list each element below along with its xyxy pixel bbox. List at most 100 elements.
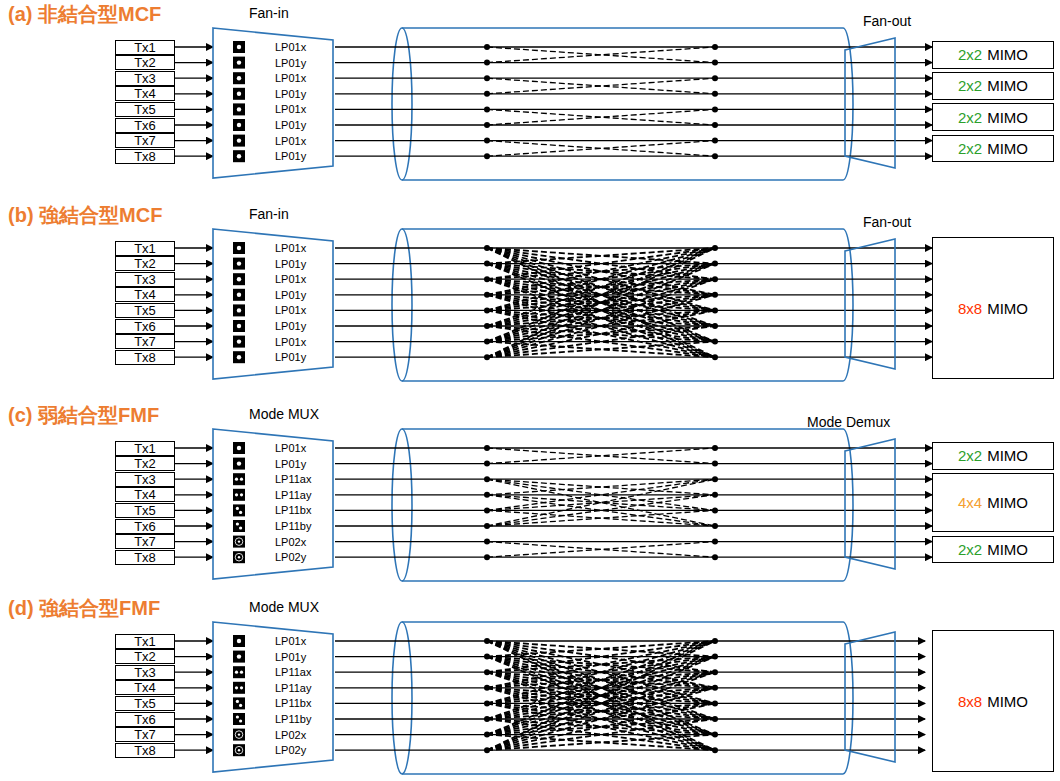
node-text: Tx4	[134, 681, 156, 694]
fiber-core-line	[335, 124, 845, 125]
coupling-dot	[484, 539, 490, 545]
mode-image	[233, 635, 245, 647]
mode-image	[233, 150, 245, 162]
mode-spot	[237, 60, 241, 64]
coupling-dot	[712, 554, 718, 560]
coupling-dot	[484, 492, 490, 498]
node-text: Tx7	[134, 335, 156, 348]
signal-arrow	[845, 525, 932, 526]
node-text: MIMO	[987, 541, 1028, 558]
mode-spot	[236, 715, 239, 718]
coupling-line	[487, 141, 715, 157]
coupling-line	[487, 78, 715, 94]
signal-arrow	[175, 325, 213, 326]
mode-demux-shape	[845, 632, 895, 762]
node-text: LP11bx	[275, 696, 312, 710]
node-text: Tx2	[134, 56, 156, 69]
node-text: Mode MUX	[249, 599, 319, 615]
mode-spot	[236, 507, 239, 510]
transmitter-box: Tx8	[115, 743, 175, 758]
signal-arrow	[845, 557, 932, 558]
coupling-line	[487, 264, 715, 326]
coupling-line	[487, 672, 715, 750]
mode-ring	[235, 746, 243, 754]
coupling-dot	[484, 261, 490, 267]
node-text: LP01y	[275, 149, 306, 163]
fiber-core-line	[335, 656, 925, 657]
coupling-line	[487, 641, 715, 703]
coupling-line	[487, 479, 715, 495]
signal-arrow	[845, 279, 932, 280]
fan-out-demux: Fan-out	[845, 239, 895, 369]
coupling-dot	[712, 75, 718, 81]
node-text: Tx5	[134, 304, 156, 317]
coupling-dot	[712, 461, 718, 467]
fan-in-mux: Mode MUXLP01xLP01yLP11axLP11ayLP11bxLP11…	[213, 429, 333, 579]
coupling-line	[487, 248, 715, 326]
trapezoid-outline	[213, 28, 333, 178]
coupling-dot	[712, 276, 718, 282]
fiber-core-line	[335, 557, 845, 558]
fiber-cylinder	[392, 229, 853, 381]
mode-image	[233, 520, 245, 532]
signal-arrow	[175, 479, 213, 480]
coupling-dot	[712, 323, 718, 329]
coupling-line	[487, 672, 715, 750]
signal-arrow	[175, 557, 213, 558]
coupling-dot	[484, 461, 490, 467]
coupling-dot	[484, 44, 490, 50]
coupling-dot	[712, 507, 718, 513]
fan-in-mux: Fan-inLP01xLP01yLP01xLP01yLP01xLP01yLP01…	[213, 229, 333, 379]
node-text: Fan-out	[863, 214, 911, 230]
node-text: LP01y	[275, 288, 306, 302]
coupling-line	[487, 342, 715, 358]
mode-image	[233, 713, 245, 725]
signal-arrow	[175, 734, 213, 735]
fiber-core-line	[335, 479, 845, 480]
signal-arrow	[175, 447, 213, 448]
node-text: LP01x	[275, 335, 306, 349]
node-text: LP02y	[275, 743, 306, 757]
signal-arrow	[845, 62, 932, 63]
coupling-dot	[484, 323, 490, 329]
mode-spot	[237, 107, 241, 111]
coupling-dot	[484, 75, 490, 81]
coupling-dot	[484, 747, 490, 753]
fiber-core-line	[335, 447, 845, 448]
coupling-line	[487, 510, 715, 526]
node-text: Tx5	[134, 103, 156, 116]
node-text: LP01y	[275, 56, 306, 70]
mode-image	[233, 551, 245, 563]
coupling-line	[487, 641, 715, 672]
signal-arrow	[175, 310, 213, 311]
fiber-core-line	[335, 294, 845, 295]
mode-spot	[237, 308, 241, 312]
node-text: LP01y	[275, 457, 306, 471]
node-text: LP11ay	[275, 681, 312, 695]
node-text: MIMO	[987, 693, 1028, 710]
transmitter-box: Tx4	[115, 86, 175, 101]
mode-image	[233, 536, 245, 548]
node-text: Tx7	[134, 535, 156, 548]
fan-in-mux: Mode MUXLP01xLP01yLP11axLP11ayLP11bxLP11…	[213, 622, 333, 772]
signal-arrow	[175, 294, 213, 295]
node-text: Tx1	[134, 635, 156, 648]
fiber-core-line	[335, 718, 925, 719]
node-text: 8x8	[958, 300, 982, 317]
fiber-core-line	[335, 703, 925, 704]
node-text: 2x2	[958, 109, 982, 126]
node-text: LP01x	[275, 272, 306, 286]
coupling-dot	[484, 716, 490, 722]
mode-spot	[238, 733, 240, 735]
fiber-core-line	[335, 78, 845, 79]
signal-arrow	[175, 687, 213, 688]
transmitter-box: Tx3	[115, 272, 175, 287]
coupling-line	[487, 279, 715, 341]
mimo-box: 2x2MIMO	[932, 135, 1054, 163]
coupling-line	[487, 542, 715, 558]
coupling-dot	[712, 638, 718, 644]
coupling-dot	[484, 669, 490, 675]
fiber-core-line	[335, 109, 845, 110]
coupling-dot	[484, 339, 490, 345]
transmitter-box: Tx2	[115, 256, 175, 271]
